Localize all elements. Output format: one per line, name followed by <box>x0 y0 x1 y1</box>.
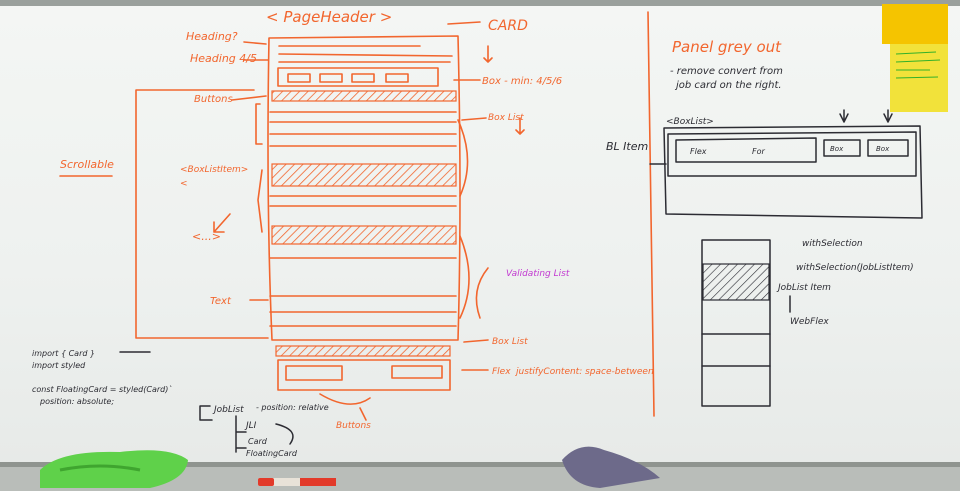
box-list-item-label: <BoxListItem> <box>180 165 248 175</box>
footer-box <box>277 359 451 391</box>
box-one-label: Box <box>830 145 844 153</box>
scrollable-label: Scrollable <box>60 158 114 171</box>
button-sketch <box>287 73 311 83</box>
card-label: CARD <box>488 18 528 34</box>
button-sketch <box>385 73 409 83</box>
joblist-item-label: JobList Item <box>776 283 831 293</box>
box-two-label: Box <box>876 145 890 153</box>
grey-cloth <box>562 446 660 488</box>
box-one <box>823 139 861 157</box>
scrollable-bracket <box>135 89 269 339</box>
position-relative-label: - position: relative <box>256 403 329 412</box>
joblist-label: JobList <box>212 405 244 415</box>
buttons-bottom-label: Buttons <box>336 421 371 431</box>
hatched-row <box>271 225 457 245</box>
ellipsis-label: <...> <box>192 230 221 243</box>
page-header-label: < PageHeader > <box>266 8 392 26</box>
jli-label: JLI <box>244 421 257 431</box>
hatched-divider <box>271 90 457 102</box>
code-line-3: const FloatingCard = styled(Card)` <box>32 384 172 394</box>
webflex-label: WebFlex <box>790 317 829 327</box>
text-label: Text <box>210 296 232 307</box>
validating-list-label: Validating List <box>506 269 570 279</box>
board-top-frame <box>0 0 960 6</box>
code-line-2: import styled <box>32 361 86 370</box>
heading-45-label: Heading 4/5 <box>190 52 257 65</box>
card-wireframe <box>59 21 525 421</box>
board-divider <box>647 11 655 417</box>
heading-q-label: Heading? <box>186 30 238 43</box>
button-sketch <box>351 73 375 83</box>
for-box-label: For <box>752 147 765 156</box>
green-cloth <box>40 450 188 488</box>
flex-box <box>675 137 817 163</box>
card-small-label: Card <box>248 437 268 446</box>
hatched-footer <box>275 345 451 357</box>
button-row <box>277 67 439 87</box>
footer-button <box>285 365 343 381</box>
buttons-label: Buttons <box>194 94 233 105</box>
code-line-1: import { Card } <box>32 349 95 358</box>
button-sketch <box>319 73 343 83</box>
panel-note-1: - remove convert from <box>670 66 783 77</box>
boxlist-outline <box>663 125 923 219</box>
floating-card-label: FloatingCard <box>246 449 298 458</box>
joblist-sketch <box>701 239 771 407</box>
with-selection-label: withSelection <box>802 239 863 249</box>
footer-button <box>391 365 443 379</box>
box-two <box>867 139 909 157</box>
flex-label: Flex <box>492 367 511 377</box>
box-min-label: Box - min: 4/5/6 <box>482 76 562 87</box>
box-list-item-short: < <box>180 179 188 189</box>
justify-note: justifyContent: space-between <box>514 367 654 377</box>
with-selection-call: withSelection(JobListItem) <box>796 263 914 273</box>
box-list-label: Box List <box>488 113 524 123</box>
bl-item-label: BL Item <box>606 140 648 153</box>
boxlist-wireframe <box>119 109 923 453</box>
flex-box-label: Flex <box>690 147 707 156</box>
panel-note-2: job card on the right. <box>674 80 782 91</box>
boxlist-tag: <BoxList> <box>666 117 714 127</box>
hatched-row <box>271 163 457 187</box>
sticky-note <box>882 4 948 44</box>
panel-title: Panel grey out <box>672 38 782 56</box>
box-list-bottom-label: Box List <box>492 337 528 347</box>
code-line-4: position: absolute; <box>39 397 114 406</box>
selected-item <box>702 263 770 301</box>
